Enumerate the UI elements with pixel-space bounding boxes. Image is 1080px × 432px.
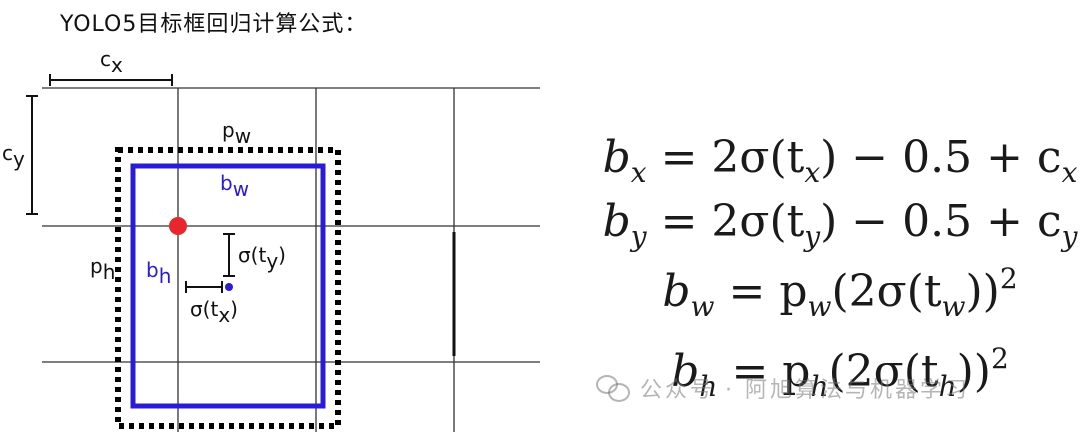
sigma-tx-label: σ(tx)	[190, 297, 238, 327]
page-title: YOLO5目标框回归计算公式：	[60, 12, 368, 37]
formula-bw: bw = pw(2σ(tw))2	[662, 262, 1018, 323]
wechat-icon	[596, 373, 632, 403]
pw-label: pw	[222, 118, 251, 148]
predicted-box	[130, 163, 326, 409]
formula-bh: bh = ph(2σ(th))2	[671, 342, 1009, 403]
bh-label: bh	[146, 258, 171, 288]
sigma-ty-label: σ(ty)	[238, 243, 286, 273]
cx-label: cx	[100, 47, 123, 77]
yolo-box-diagram: cx cy pw ph bw bh σ(ty) σ(tx)	[2, 47, 540, 432]
formula-by: by = 2σ(ty) − 0.5 + cy	[602, 196, 1078, 253]
anchor-dot	[169, 217, 187, 235]
bw-label: bw	[220, 171, 249, 201]
box-center-dot	[225, 283, 233, 291]
ph-label: ph	[90, 254, 115, 284]
prior-box	[115, 147, 341, 429]
watermark-text: 公众号 · 阿旭算法与机器学习	[640, 378, 970, 403]
watermark: 公众号 · 阿旭算法与机器学习	[596, 368, 970, 408]
formula-bx: bx = 2σ(tx) − 0.5 + cx	[602, 132, 1078, 189]
cy-label: cy	[2, 141, 25, 171]
